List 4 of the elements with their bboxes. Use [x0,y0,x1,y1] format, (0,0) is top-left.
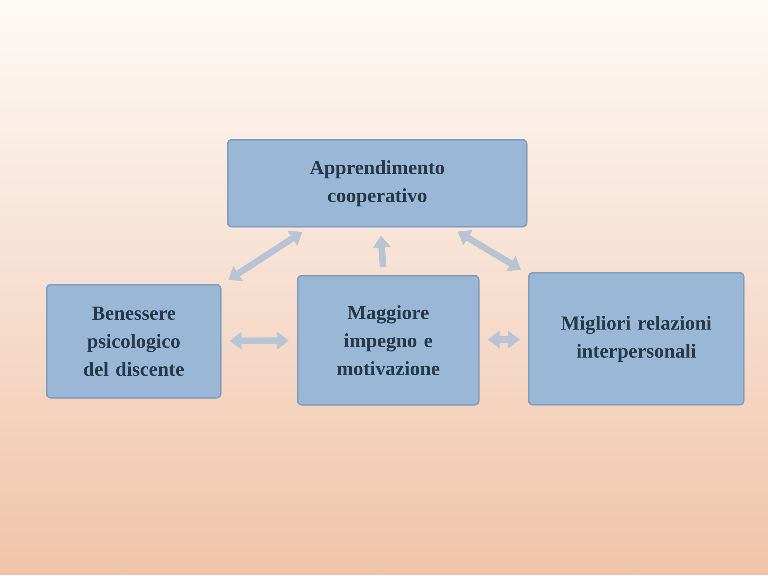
process-box: Apprendimento cooperativo [227,139,528,228]
process-box: Migliori relazioni interpersonali [528,272,745,406]
process-box: Benessere psicologico del discente [46,284,222,399]
process-box: Maggiore impegno e motivazione [297,275,480,406]
